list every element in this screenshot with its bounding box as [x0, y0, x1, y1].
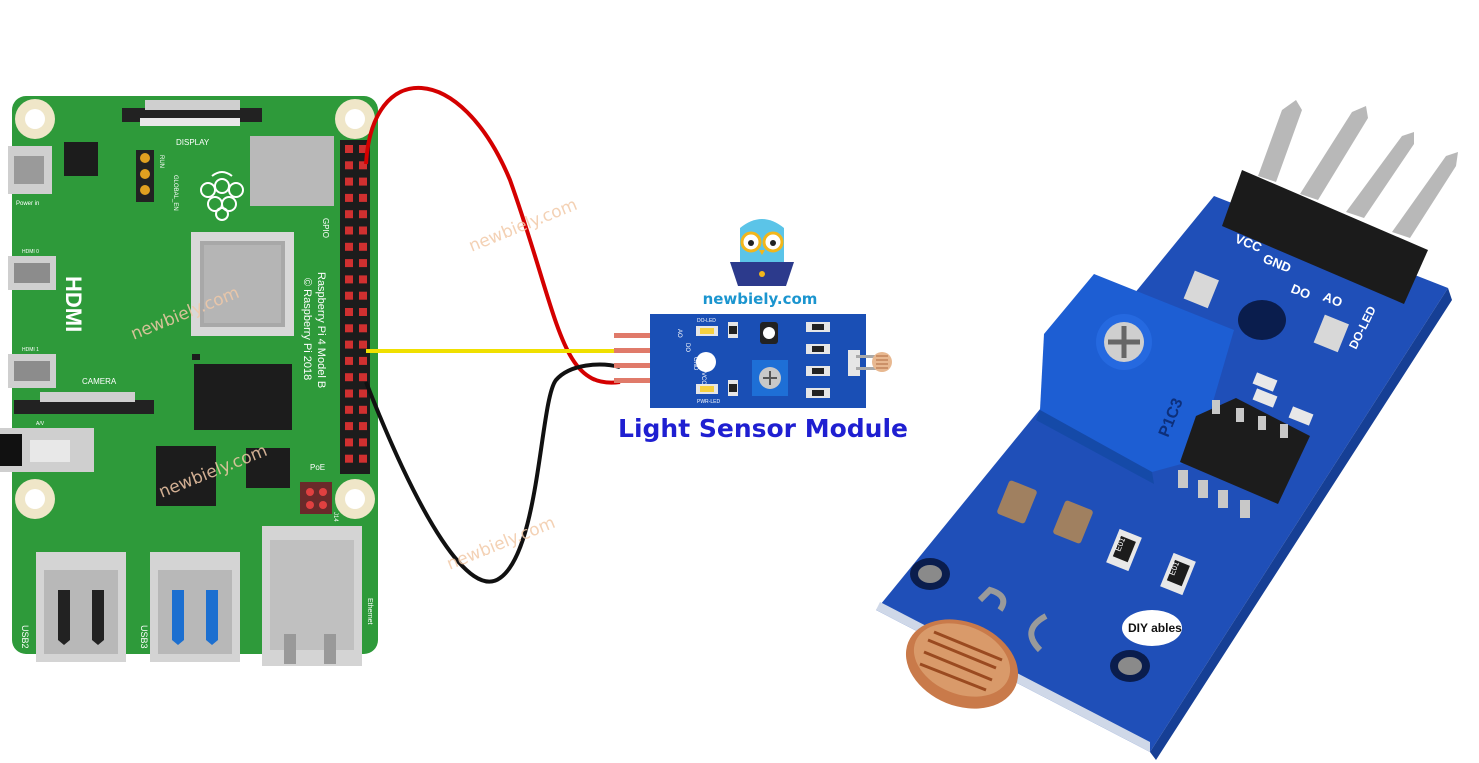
hdmi-label: HDMI	[61, 276, 86, 332]
ethernet-port	[262, 526, 362, 666]
gpio-pin	[359, 259, 367, 268]
gpio-label: GPIO	[321, 218, 330, 238]
gpio-pin	[345, 405, 353, 414]
chip	[246, 448, 290, 488]
gpio-pin	[345, 161, 353, 170]
gpio-pin	[359, 210, 367, 219]
gpio-pin	[345, 422, 353, 431]
svg-text:HDMI 0: HDMI 0	[22, 249, 39, 255]
gpio-pin	[345, 259, 353, 268]
usb-controller	[156, 446, 216, 506]
gpio-pin	[359, 438, 367, 447]
gpio-pin	[359, 177, 367, 186]
svg-text:DO: DO	[1289, 281, 1313, 302]
gpio-pin	[345, 226, 353, 235]
svg-text:GLOBAL_EN: GLOBAL_EN	[172, 175, 178, 211]
newbiely-owl-logo	[730, 219, 794, 286]
gpio-pin	[359, 242, 367, 251]
gpio-pin	[359, 422, 367, 431]
gpio-pin	[359, 226, 367, 235]
brand-text: newbiely.com	[702, 290, 818, 308]
svg-text:AO: AO	[1321, 289, 1345, 310]
svg-text:PWR-LED: PWR-LED	[697, 399, 720, 405]
light-sensor-module: AO DO GND VCC DO-LED PWR-LED	[614, 314, 892, 408]
gpio-pin	[345, 145, 353, 153]
gpio-pin	[359, 454, 367, 463]
svg-text:AO: AO	[676, 329, 682, 338]
svg-text:J14: J14	[332, 512, 338, 522]
raspberry-logo	[200, 171, 244, 221]
gpio-pin	[345, 242, 353, 251]
poe-label: PoE	[310, 463, 325, 472]
svg-text:HDMI 1: HDMI 1	[22, 347, 39, 353]
photo-comparator-chip	[1178, 398, 1310, 518]
gpio-pin	[359, 308, 367, 316]
wire-vcc-red	[364, 86, 621, 385]
gpio-pin	[359, 291, 367, 300]
gpio-pin	[359, 161, 367, 170]
gpio-pin	[359, 340, 367, 349]
gpio-pin	[359, 324, 367, 333]
gpio-pin	[359, 193, 367, 202]
gpio-pin	[345, 324, 353, 333]
svg-text:Ethernet: Ethernet	[366, 598, 373, 625]
display-label: DISPLAY	[176, 138, 210, 147]
gpio-pins	[345, 145, 367, 463]
gpio-pin	[345, 340, 353, 349]
gpio-pin	[359, 145, 367, 153]
usb2-port	[36, 552, 126, 662]
board-copyright: © Raspberry Pi 2018	[301, 278, 313, 380]
photoresistor	[872, 352, 892, 372]
gpio-pin	[345, 291, 353, 300]
svg-text:Power in: Power in	[16, 201, 39, 207]
usb3-port	[150, 552, 240, 662]
gpio-pin	[359, 373, 367, 382]
diyables-logo	[1122, 610, 1182, 646]
ram-chip	[194, 364, 292, 430]
svg-text:DO: DO	[684, 343, 690, 352]
camera-connector	[14, 400, 154, 414]
gpio-pin	[345, 275, 353, 284]
gpio-pin	[359, 275, 367, 284]
photo-photoresistor	[905, 586, 1048, 709]
svg-text:DIY ables: DIY ables	[1128, 621, 1182, 635]
chip	[64, 142, 98, 176]
wireless-shield	[250, 136, 334, 206]
photo-pcb	[876, 196, 1448, 752]
gpio-pin	[345, 177, 353, 186]
gpio-pin	[359, 356, 367, 365]
wires	[364, 86, 621, 584]
wire-gnd-black	[364, 362, 621, 584]
photo-header-pins	[1222, 100, 1458, 304]
gpio-pin	[345, 454, 353, 463]
svg-text:RUN: RUN	[158, 155, 164, 168]
board-title: Raspberry Pi 4 Model B	[315, 272, 327, 388]
camera-label: CAMERA	[82, 377, 117, 386]
sensor-module-photo: DO AO GND VCC DO-LED P1C3	[876, 100, 1458, 760]
gpio-pin	[345, 373, 353, 382]
gpio-pin	[345, 308, 353, 316]
gpio-pin	[359, 389, 367, 398]
svg-text:USB2: USB2	[20, 625, 30, 649]
gpio-pin	[345, 210, 353, 219]
svg-text:GND: GND	[692, 357, 698, 371]
module-caption: Light Sensor Module	[618, 414, 908, 443]
svg-text:USB3: USB3	[139, 625, 149, 649]
mounting-holes	[15, 99, 375, 519]
svg-text:DO-LED: DO-LED	[697, 318, 716, 324]
gpio-pin	[345, 193, 353, 202]
svg-text:A/V: A/V	[36, 421, 45, 427]
hdmi-ports: HDMI 0 HDMI 1	[8, 249, 56, 388]
photo-potentiometer: P1C3	[1036, 274, 1234, 484]
gpio-pin	[345, 389, 353, 398]
photo-smd-components: E01 E01	[997, 372, 1314, 596]
svg-text:VCC: VCC	[700, 372, 706, 385]
gpio-pin	[345, 438, 353, 447]
gpio-pin	[359, 405, 367, 414]
gpio-pin	[345, 356, 353, 365]
raspberry-pi-board: DISPLAY Power in RUN GLOBAL_EN H	[0, 96, 378, 666]
